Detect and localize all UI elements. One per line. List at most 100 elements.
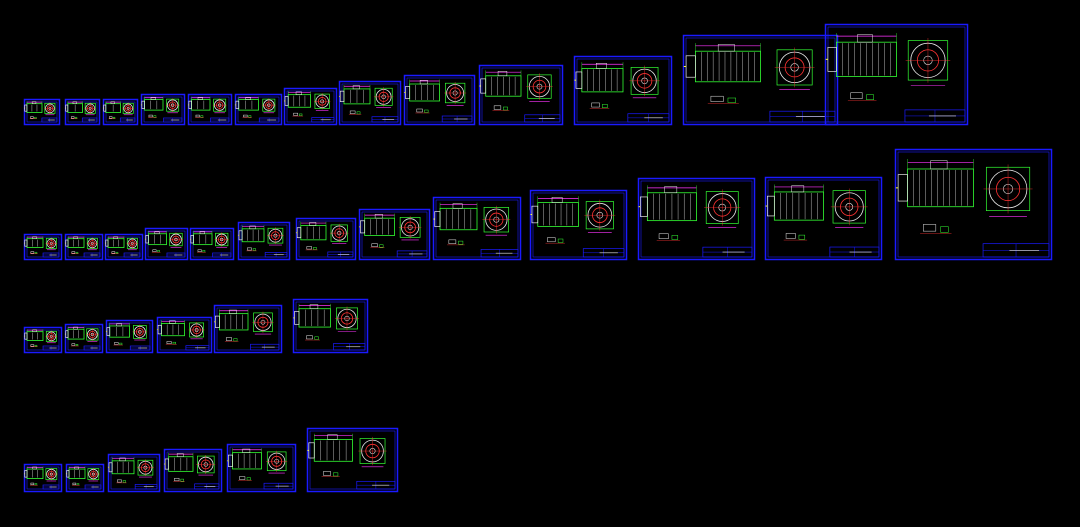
drawing-sheet[interactable] [292, 298, 369, 354]
drawing-sheet[interactable] [102, 98, 139, 126]
foot-detail [591, 102, 600, 108]
sheet-inner-frame [576, 58, 670, 123]
foot-detail [727, 97, 736, 103]
foot-detail [306, 246, 312, 250]
sheet-border [64, 323, 104, 354]
sheet-border [23, 463, 63, 493]
foot-detail [202, 250, 206, 253]
foot-detail [306, 335, 313, 340]
sheet-border [107, 453, 161, 493]
foot-detail [122, 480, 126, 483]
drawing-sheet[interactable] [295, 217, 357, 261]
foot-detail [30, 482, 35, 485]
terminal-box [352, 85, 360, 90]
sheet-inner-frame [532, 192, 625, 258]
terminal-box [154, 231, 160, 235]
sheet-border [403, 74, 476, 126]
terminal-box [374, 214, 383, 219]
drawing-sheet[interactable] [23, 326, 63, 354]
terminal-box [664, 186, 678, 194]
drawing-sheet[interactable] [104, 233, 144, 261]
sheet-inner-frame [827, 26, 966, 123]
drawing-sheets [23, 23, 1053, 493]
foot-detail [71, 116, 75, 119]
sheet-border [64, 233, 104, 261]
foot-detail [153, 115, 157, 118]
foot-detail [547, 237, 556, 243]
drawing-sheet[interactable] [306, 427, 399, 493]
drawing-sheet[interactable] [573, 55, 673, 126]
drawing-sheet[interactable] [682, 34, 839, 126]
terminal-box [116, 323, 122, 327]
drawing-sheet[interactable] [187, 93, 233, 126]
drawing-sheet[interactable] [478, 64, 564, 126]
drawing-sheet[interactable] [163, 448, 223, 493]
foot-detail [30, 251, 35, 254]
sheet-border [140, 93, 186, 126]
drawing-sheet[interactable] [64, 98, 101, 126]
drawing-sheet[interactable] [65, 463, 105, 493]
foot-detail [30, 116, 34, 119]
terminal-box [119, 457, 126, 462]
drawing-sheet[interactable] [764, 176, 883, 261]
drawing-sheet[interactable] [64, 323, 104, 354]
drawing-sheet[interactable] [824, 23, 969, 126]
terminal-box [72, 101, 77, 104]
foot-detail [923, 224, 937, 232]
foot-detail [248, 115, 252, 118]
drawing-sheet[interactable] [358, 208, 431, 261]
drawing-sheet[interactable] [637, 177, 756, 261]
terminal-box [497, 71, 508, 77]
terminal-box [31, 101, 37, 104]
drawing-sheet[interactable] [432, 196, 522, 261]
foot-detail [416, 108, 423, 113]
drawing-sheet[interactable] [894, 148, 1053, 261]
drawing-sheet[interactable] [107, 453, 161, 493]
sheet-border [189, 227, 235, 261]
foot-detail [671, 235, 679, 240]
drawing-sheet[interactable] [237, 221, 291, 261]
sheet-inner-frame [435, 199, 519, 258]
drawing-sheet[interactable] [403, 74, 476, 126]
sheet-border [358, 208, 431, 261]
terminal-box [242, 448, 251, 453]
foot-detail [225, 337, 232, 341]
drawing-sheet[interactable] [226, 443, 297, 493]
drawing-sheet[interactable] [234, 93, 283, 126]
terminal-box [199, 231, 205, 235]
sheet-inner-frame [216, 307, 280, 351]
drawing-sheet[interactable] [144, 227, 189, 261]
drawing-sheet[interactable] [283, 87, 338, 126]
sheet-border [187, 93, 233, 126]
drawing-sheet[interactable] [23, 98, 61, 126]
foot-detail [323, 471, 331, 476]
drawing-sheet[interactable] [529, 189, 628, 261]
foot-detail [76, 483, 80, 486]
sheet-border [283, 87, 338, 126]
drawing-sheet[interactable] [213, 304, 283, 354]
foot-detail [166, 341, 172, 344]
drawing-sheet[interactable] [23, 233, 63, 261]
terminal-box [327, 434, 338, 440]
drawing-sheet[interactable] [189, 227, 235, 261]
terminal-box [245, 97, 251, 100]
sheet-inner-frame [361, 211, 428, 258]
foot-detail [112, 116, 116, 119]
drawing-sheet[interactable] [105, 319, 154, 354]
terminal-box [73, 326, 78, 330]
terminal-box [74, 466, 79, 470]
sheet-border [163, 448, 223, 493]
foot-detail [197, 249, 202, 252]
drawing-sheet[interactable] [338, 80, 402, 126]
sheet-border [105, 319, 154, 354]
foot-detail [379, 244, 384, 248]
sheet-border [65, 463, 105, 493]
drawing-sheet[interactable] [64, 233, 104, 261]
drawing-sheet[interactable] [23, 463, 63, 493]
drawing-sheet[interactable] [140, 93, 186, 126]
drawing-sheet[interactable] [156, 316, 213, 354]
terminal-box [32, 329, 37, 332]
terminal-box [32, 236, 37, 239]
